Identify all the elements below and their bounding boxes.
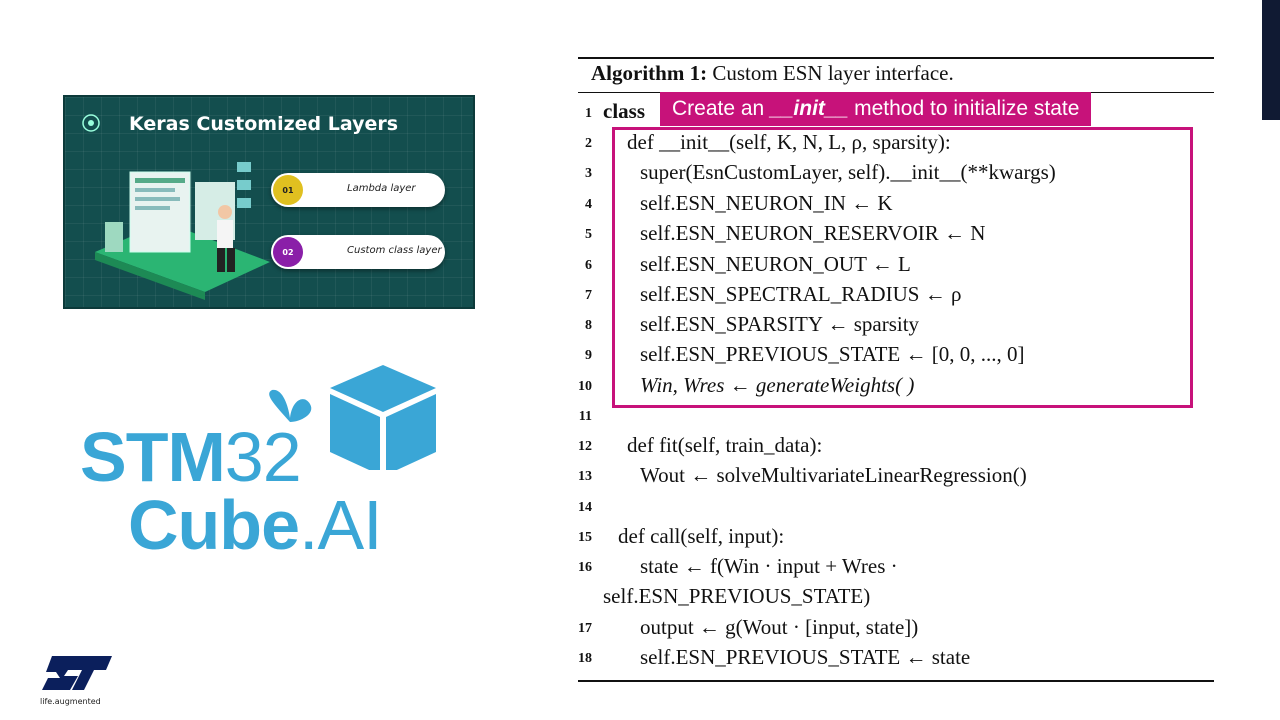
line-number: 1 — [585, 106, 592, 121]
init-callout-label: Create an __init__ method to initialize … — [660, 92, 1092, 126]
line-number: 2 — [585, 136, 592, 151]
code-line: self.ESN_NEURON_IN ← K — [640, 191, 893, 215]
code-line: output ← g(Wout · [input, state]) — [640, 615, 919, 639]
pill-lambda-layer: 01 Lambda layer — [271, 173, 445, 207]
pill-custom-class-layer: 02 Custom class layer — [271, 235, 445, 269]
code-line: self.ESN_PREVIOUS_STATE) — [603, 584, 871, 608]
code-line: self.ESN_PREVIOUS_STATE ← [0, 0, ..., 0] — [640, 342, 1025, 366]
developer-illustration-icon — [95, 162, 270, 300]
line-number: 11 — [578, 409, 592, 424]
code-line: self.ESN_PREVIOUS_STATE ← state — [640, 645, 971, 669]
line-number: 8 — [585, 318, 592, 333]
cube-butterfly-logo-icon — [269, 365, 436, 470]
line-number: 6 — [585, 258, 592, 273]
thumbnail-logo-icon — [82, 114, 100, 132]
line-number: 3 — [585, 166, 592, 181]
code-line: super(EsnCustomLayer, self).__init__(**k… — [640, 160, 1056, 184]
line-number: 14 — [578, 500, 592, 515]
pill-number: 01 — [273, 175, 303, 205]
code-line: def fit(self, train_data): — [627, 433, 823, 457]
pill-label: Lambda layer — [347, 183, 416, 194]
algorithm-bottom-rule — [578, 680, 1214, 682]
code-line: self.ESN_SPARSITY ← sparsity — [640, 312, 920, 336]
algorithm-top-rule — [578, 57, 1214, 59]
pill-label: Custom class layer — [347, 245, 442, 256]
code-line: self.ESN_NEURON_RESERVOIR ← N — [640, 221, 986, 245]
stm32-wordmark: STM32 — [80, 418, 302, 496]
cube-ai-wordmark: Cube.AI — [128, 486, 383, 564]
line-number: 17 — [578, 621, 592, 636]
keras-thumbnail-image: Keras Customized Layers 01 Lambda layer … — [63, 95, 475, 309]
line-number: 18 — [578, 651, 592, 666]
line-number: 5 — [585, 227, 592, 242]
init-method-highlight-box — [612, 127, 1193, 408]
line-number: 15 — [578, 530, 592, 545]
slide-edge-bar — [1262, 0, 1280, 120]
line-number: 16 — [578, 560, 592, 575]
code-line: Wout ← solveMultivariateLinearRegression… — [640, 463, 1027, 487]
line-number: 10 — [578, 379, 592, 394]
algorithm-title: Algorithm 1: Custom ESN layer interface. — [591, 61, 954, 85]
line-number: 13 — [578, 469, 592, 484]
code-line: class — [603, 99, 645, 123]
code-line: Win, Wres ← generateWeights( ) — [640, 373, 915, 397]
code-line: self.ESN_NEURON_OUT ← L — [640, 252, 911, 276]
line-number: 7 — [585, 288, 592, 303]
line-number: 4 — [585, 197, 592, 212]
thumbnail-title: Keras Customized Layers — [129, 113, 399, 135]
st-tagline: life.augmented — [40, 697, 101, 706]
st-logo-icon — [42, 656, 112, 690]
code-line: state ← f(Win · input + Wres · — [640, 554, 898, 578]
pill-number: 02 — [273, 237, 303, 267]
code-line: def __init__(self, K, N, L, ρ, sparsity)… — [627, 130, 951, 154]
line-number: 12 — [578, 439, 592, 454]
code-line: self.ESN_SPECTRAL_RADIUS ← ρ — [640, 282, 962, 306]
code-line: def call(self, input): — [618, 524, 785, 548]
line-number: 9 — [585, 348, 592, 363]
